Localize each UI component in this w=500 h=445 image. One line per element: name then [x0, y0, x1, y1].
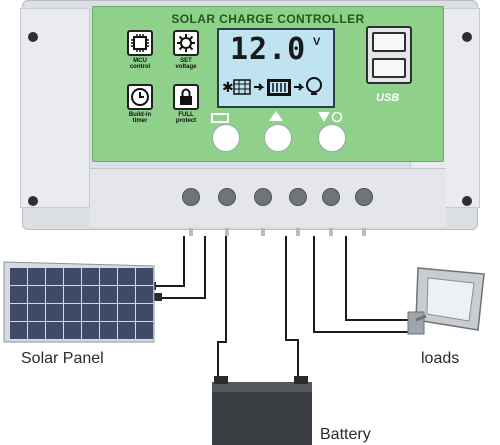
- solar-cell: [64, 304, 81, 321]
- svg-text:✱: ✱: [222, 80, 234, 96]
- screw-icon: [28, 32, 38, 42]
- solar-cell: [46, 286, 63, 303]
- solar-cell: [28, 322, 45, 339]
- solar-cell: [118, 304, 135, 321]
- solar-cell: [10, 286, 27, 303]
- solar-cell: [64, 322, 81, 339]
- solar-cell: [10, 322, 27, 339]
- down-button[interactable]: [318, 124, 346, 152]
- lock-icon: [173, 84, 199, 110]
- terminal-screw: [218, 188, 236, 206]
- terminal-screw: [182, 188, 200, 206]
- solar-cell: [46, 304, 63, 321]
- solar-cell: [28, 286, 45, 303]
- solar-cell: [64, 268, 81, 285]
- floodlight-icon: [407, 267, 485, 335]
- battery-icon: [212, 376, 312, 445]
- terminal-screw: [355, 188, 373, 206]
- solar-cell: [28, 304, 45, 321]
- solar-cell: [118, 322, 135, 339]
- solar-cell: [136, 268, 153, 285]
- menu-button[interactable]: [212, 124, 240, 152]
- solar-cell: [10, 268, 27, 285]
- solar-panel-icon: [3, 261, 155, 343]
- usb-label: USB: [376, 92, 400, 104]
- solar-cell: [82, 322, 99, 339]
- solar-cell: [82, 304, 99, 321]
- chip-icon: [127, 30, 153, 56]
- screw-icon: [462, 32, 472, 42]
- clock-icon: [127, 84, 153, 110]
- solar-cell: [82, 286, 99, 303]
- terminal-screw: [322, 188, 340, 206]
- usb-port: [372, 32, 406, 52]
- solar-cell: [100, 286, 117, 303]
- terminal-screw: [254, 188, 272, 206]
- solar-cell: [100, 268, 117, 285]
- solar-panel-label: Solar Panel: [21, 350, 104, 367]
- solar-cell: [46, 268, 63, 285]
- solar-cell: [28, 268, 45, 285]
- screw-icon: [462, 196, 472, 206]
- solar-cell: [64, 286, 81, 303]
- solar-cell: [82, 268, 99, 285]
- gear-icon: [173, 30, 199, 56]
- solar-cell: [100, 304, 117, 321]
- terminal-screw: [289, 188, 307, 206]
- solar-cell: [118, 268, 135, 285]
- controller-title: SOLAR CHARGE CONTROLLER: [171, 12, 365, 26]
- solar-cell: [118, 286, 135, 303]
- solar-cell: [136, 286, 153, 303]
- screw-icon: [28, 196, 38, 206]
- solar-cell: [136, 322, 153, 339]
- solar-cell: [136, 304, 153, 321]
- menu-icon: [211, 113, 229, 123]
- up-button[interactable]: [264, 124, 292, 152]
- down-arrow-icon: [318, 111, 343, 123]
- solar-cell: [10, 304, 27, 321]
- usb-port: [372, 58, 406, 78]
- energy-flow-icon: ✱: [222, 77, 322, 96]
- solar-cell: [46, 322, 63, 339]
- voltage-readout: 12.0: [230, 32, 307, 67]
- battery-label: Battery: [320, 426, 371, 443]
- up-arrow-icon: [269, 111, 283, 121]
- loads-label: loads: [421, 350, 460, 367]
- solar-cell: [100, 322, 117, 339]
- voltage-unit: V: [313, 36, 321, 48]
